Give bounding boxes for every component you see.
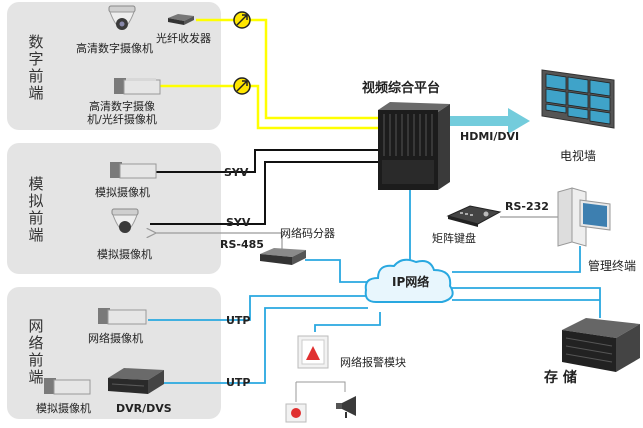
utp-link-1 xyxy=(148,295,368,321)
hd-camera-label-1: 高清数字摄像机 xyxy=(76,42,153,55)
alarm-button-icon xyxy=(285,403,307,423)
cloud-to-terminal xyxy=(452,246,581,273)
tv-wall-label: 电视墙 xyxy=(560,149,597,163)
utp-label-2: UTP xyxy=(226,376,251,389)
fiber-transceiver-label: 光纤收发器 xyxy=(156,32,211,45)
network-links xyxy=(148,190,601,384)
coax-link-2 xyxy=(150,161,378,225)
ip-network-label: IP网络 xyxy=(392,275,430,289)
fiber-links xyxy=(160,18,378,130)
splitter-to-cloud xyxy=(305,259,368,283)
analog-box-camera-icon xyxy=(110,162,157,179)
coax-links xyxy=(150,149,378,225)
storage-label: 存 储 xyxy=(544,370,577,386)
analog-camera-label-1: 模拟摄像机 xyxy=(95,186,150,199)
storage-icon xyxy=(562,318,640,372)
fiber-transceiver-icon xyxy=(168,14,194,25)
syv-label-2: SYV xyxy=(226,216,251,229)
hd-camera-label-2: 高清数字摄像机/光纤摄像机 xyxy=(87,100,157,126)
cloud-to-alarm xyxy=(314,312,381,332)
cloud-to-storage-1 xyxy=(452,287,601,318)
platform-label: 视频综合平台 xyxy=(362,81,441,96)
analog-camera-label-2: 模拟摄像机 xyxy=(97,248,152,261)
rs485-label: RS-485 xyxy=(220,238,264,251)
network-alarm-label: 网络报警模块 xyxy=(340,356,406,369)
network-code-splitter-label: 网络码分器 xyxy=(280,227,335,240)
rs485-link xyxy=(155,233,283,255)
matrix-keyboard-label: 矩阵键盘 xyxy=(432,232,476,245)
network-frontend-panel xyxy=(7,287,221,419)
utp-label-1: UTP xyxy=(226,314,251,327)
box-camera-icon-hd xyxy=(114,78,161,95)
analog-camera-label-3: 模拟摄像机 xyxy=(36,402,91,415)
analog-camera-icon-3 xyxy=(44,378,91,395)
coax-link-1 xyxy=(155,149,378,173)
fiber-converter-icon-2 xyxy=(233,77,251,95)
hdmi-dvi-label: HDMI/DVI xyxy=(460,130,520,143)
ip-network-cloud-icon xyxy=(364,258,454,303)
fiber-link-1 xyxy=(196,18,378,120)
analog-dome-camera-icon xyxy=(111,208,139,233)
analog-frontend-label: 模拟前端 xyxy=(28,175,44,244)
dvr-icon xyxy=(108,368,164,394)
dvr-label: DVR/DVS xyxy=(116,402,172,415)
siren-speaker-icon xyxy=(336,396,356,418)
network-camera-icon xyxy=(98,308,147,325)
management-terminal-icon xyxy=(557,187,611,247)
management-terminal-label: 管理终端 xyxy=(588,259,637,273)
matrix-keyboard-icon xyxy=(446,205,502,227)
network-alarm-module-icon xyxy=(297,335,329,369)
fiber-converter-icon-1 xyxy=(233,11,251,29)
network-camera-label: 网络摄像机 xyxy=(88,332,143,345)
digital-frontend-label: 数字前端 xyxy=(28,33,44,102)
network-code-splitter-icon xyxy=(260,248,306,265)
rs232-label: RS-232 xyxy=(505,200,549,213)
video-platform-icon xyxy=(378,102,450,190)
dome-camera-icon xyxy=(108,5,136,30)
hdmi-arrow xyxy=(448,108,530,134)
tv-wall-icon xyxy=(541,69,615,129)
fiber-link-2 xyxy=(160,84,378,130)
network-frontend-label: 网络前端 xyxy=(28,317,44,386)
syv-label-1: SYV xyxy=(224,166,249,179)
control-links xyxy=(155,216,558,255)
utp-link-2 xyxy=(162,307,368,384)
